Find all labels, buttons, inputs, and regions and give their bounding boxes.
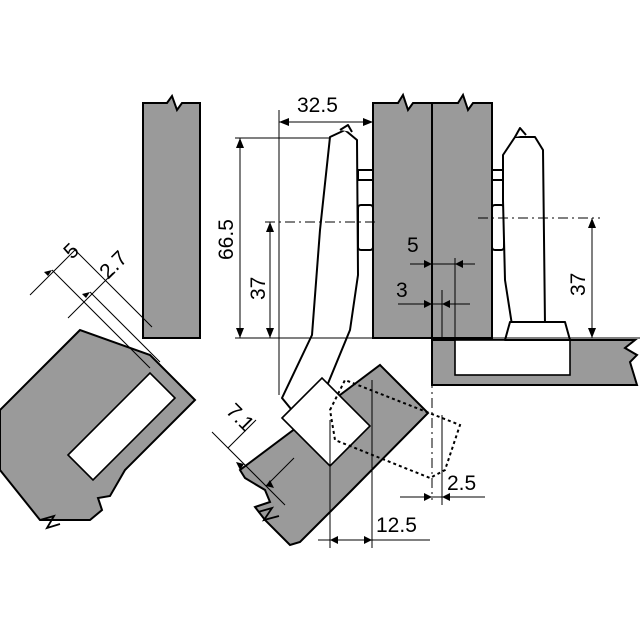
right-door-panel: [431, 321, 639, 386]
center-cabinet-panels: [372, 92, 493, 500]
hinge-cup-outline: [328, 378, 462, 480]
dim-32-5-label: 32.5: [297, 94, 338, 117]
dim-12-5-label: 12.5: [376, 514, 417, 537]
left-offset-dimensions: [29, 249, 161, 369]
dim-5-mid-lines: [410, 258, 475, 340]
right-cup-recess: [454, 339, 571, 376]
dim-2-5-lines: [400, 415, 485, 505]
dim-12-5-lines: [318, 380, 430, 548]
dim-5-mid-label: 5: [407, 234, 419, 257]
dim-7-1-lines: [211, 419, 295, 506]
dim-32-5-lines: [278, 110, 373, 395]
dim-3-lines: [398, 290, 470, 340]
dim-3-label: 3: [396, 279, 408, 302]
dim-7-1-label: 7.1: [221, 399, 258, 436]
center-cup-recess: [280, 376, 372, 468]
dim-37-left-label: 37: [247, 277, 270, 300]
left-door-panel: [0, 328, 197, 530]
dim-37-right-label: 37: [567, 273, 590, 296]
dim-66-5-label: 66.5: [215, 219, 238, 260]
dim-2-5-label: 2.5: [447, 472, 476, 495]
dim-66-5-lines: [235, 137, 640, 339]
dim-5-left-label: 5: [59, 239, 84, 264]
dim-2-7-label: 2.7: [95, 247, 132, 284]
left-door-cup-recess: [66, 371, 177, 482]
right-hinge-arm: [502, 127, 546, 326]
center-hinge-arm: [281, 124, 359, 421]
center-door-panel: [238, 363, 430, 547]
left-cabinet-panel: [142, 93, 201, 339]
dim-37-left-lines: [265, 221, 375, 338]
dim-37-right-lines: [478, 217, 600, 338]
